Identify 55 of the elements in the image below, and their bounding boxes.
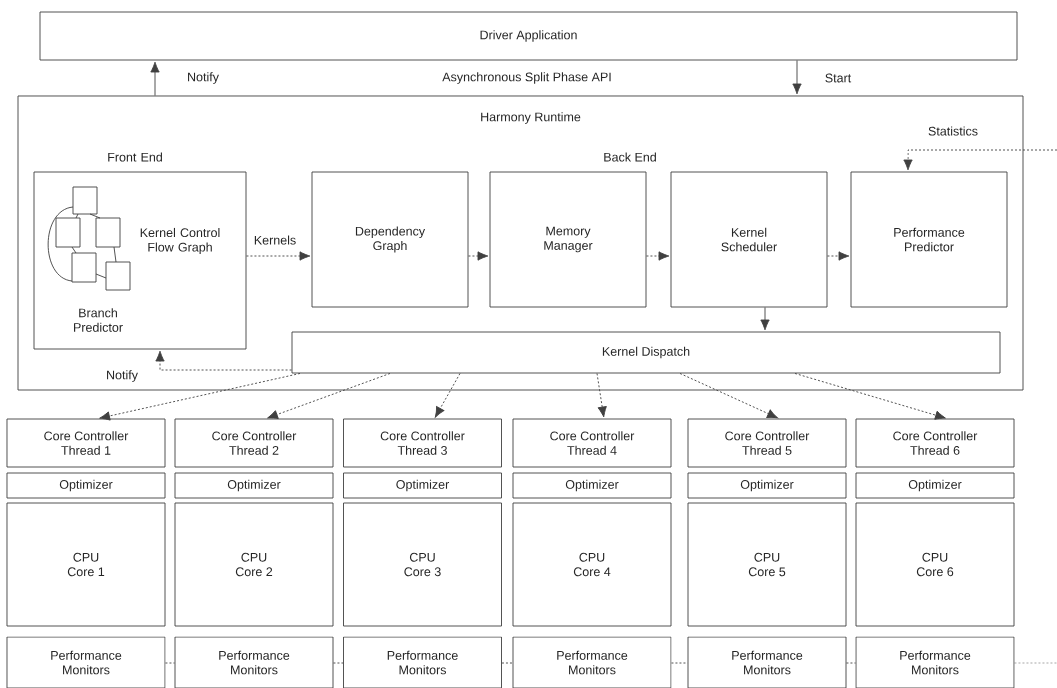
monitor-box: Performance Monitors [512, 636, 672, 688]
optimizer-box: Optimizer [855, 472, 1015, 499]
monitor-box: Performance Monitors [343, 636, 502, 688]
arrow [646, 251, 670, 261]
connector-line [671, 662, 688, 664]
thread-box: Core Controller Thread 6 [855, 418, 1015, 468]
arrow [792, 60, 802, 95]
thread-box: Core Controller Thread 2 [174, 418, 334, 468]
arrow [246, 251, 311, 261]
process-box: Kernel Scheduler [670, 171, 828, 308]
arrow [99, 373, 301, 421]
edge-label: Statistics [927, 125, 979, 137]
edge-label: Start [823, 72, 853, 84]
process-box: Dependency Graph [311, 171, 469, 308]
cpu-core-box: CPU Core 4 [512, 502, 672, 627]
cpu-core-box: CPU Core 6 [855, 502, 1015, 627]
optimizer-box: Optimizer [6, 472, 166, 499]
edge-label: Notify [186, 71, 220, 85]
optimizer-box: Optimizer [174, 472, 334, 499]
thread-box: Core Controller Thread 5 [687, 418, 847, 468]
cpu-core-box: CPU Core 2 [174, 502, 334, 627]
optimizer-box: Optimizer [512, 472, 672, 499]
thread-box: Core Controller Thread 4 [512, 418, 672, 468]
optimizer-box: Optimizer [687, 472, 847, 499]
arrow [434, 373, 461, 418]
arrow [150, 61, 160, 96]
cpu-core-box: CPU Core 1 [6, 502, 166, 627]
connector-line [501, 662, 513, 664]
text-label: Asynchronous Split Phase API [442, 72, 611, 84]
text-label: Back End [604, 152, 656, 162]
process-box: Memory Manager [489, 171, 647, 308]
cpu-core-box: CPU Core 5 [687, 502, 847, 627]
monitor-box: Performance Monitors [687, 636, 847, 688]
arrow [468, 251, 489, 261]
monitor-box: Performance Monitors [855, 636, 1015, 688]
optimizer-box: Optimizer [343, 472, 502, 499]
cpu-core-box: CPU Core 3 [343, 502, 502, 627]
process-box: Driver Application [39, 11, 1018, 61]
connector-line [165, 662, 175, 664]
arrow [903, 149, 1057, 171]
monitor-box: Performance Monitors [174, 636, 334, 688]
front-end-box: Front End Kernel Control Flow Graph Branch Predictor [33, 152, 247, 350]
connector-line [333, 662, 344, 664]
thread-box: Core Controller Thread 3 [343, 418, 502, 468]
arrow [596, 373, 607, 418]
edge-label: Notify [105, 369, 139, 383]
process-box: Performance Predictor [850, 171, 1008, 308]
arrow [827, 251, 850, 261]
connector-line [846, 662, 856, 664]
thread-box: Core Controller Thread 1 [6, 418, 166, 468]
monitor-box: Performance Monitors [6, 636, 166, 688]
arrow [760, 307, 770, 331]
process-box: Kernel Dispatch [291, 331, 1001, 374]
arrow [155, 350, 292, 371]
edge-label: Kernels [252, 234, 298, 246]
